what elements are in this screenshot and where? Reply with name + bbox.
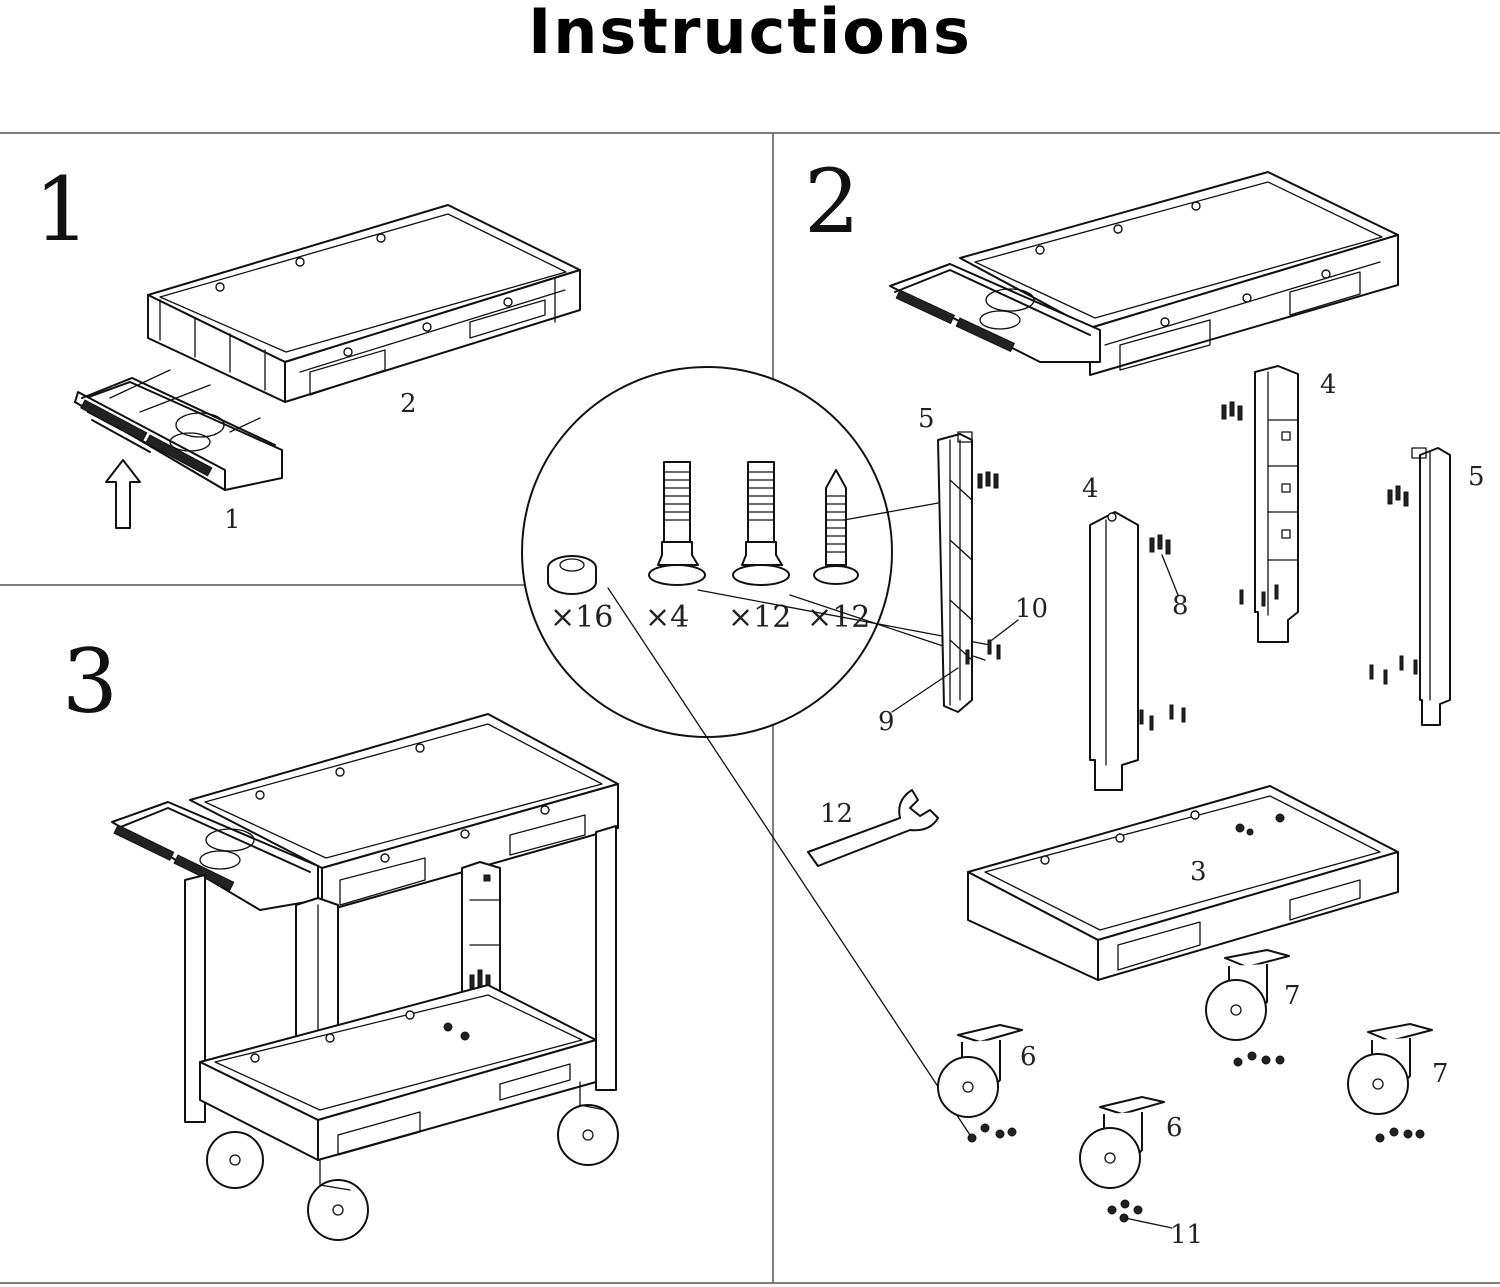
bottom-tray xyxy=(967,785,1399,981)
page-title: Instructions xyxy=(528,0,972,68)
step-2-part-4-front-label: 4 xyxy=(1082,474,1099,504)
leg-front xyxy=(1089,511,1186,791)
hardware-bolt-long-qty: ×4 xyxy=(645,600,689,635)
step-2-part-12-label: 12 xyxy=(820,799,853,829)
step-2-part-3-label: 3 xyxy=(1190,857,1207,887)
step-2-part-11-label: 11 xyxy=(1170,1220,1203,1250)
step-2-top-tray xyxy=(889,171,1399,376)
screw-pointed-icon xyxy=(813,469,859,585)
leader-bolt-long xyxy=(697,589,991,646)
caster-front-left xyxy=(937,1024,1023,1143)
small-tray-illustration xyxy=(74,369,283,491)
caster-front-right xyxy=(1079,1096,1165,1223)
hardware-callout: ×16 ×4 ×12 ×12 xyxy=(521,366,991,1139)
step-2-part-6-a-label: 6 xyxy=(1020,1042,1037,1072)
large-tray-illustration xyxy=(147,204,581,403)
step-1-number: 1 xyxy=(34,158,90,261)
side-support-right xyxy=(1369,447,1451,726)
step-2-part-5-right-label: 5 xyxy=(1468,462,1485,492)
step-2-part-9-label: 9 xyxy=(878,707,895,737)
side-support-left xyxy=(937,431,1001,713)
wrench-icon xyxy=(807,789,939,867)
leader-part-11 xyxy=(1124,1217,1173,1229)
leader-part-9 xyxy=(891,667,959,713)
step-1-panel: 2 1 xyxy=(74,204,581,535)
step-2-part-4-rear-label: 4 xyxy=(1320,370,1337,400)
step-2-number: 2 xyxy=(804,150,860,253)
step-1-part-1-label: 1 xyxy=(224,505,241,535)
step-2-part-10-label: 10 xyxy=(1015,594,1048,624)
step-2-panel: 5 10 9 4 8 xyxy=(807,171,1485,1250)
step-3-number: 3 xyxy=(62,630,118,733)
bolt-long-icon xyxy=(648,461,706,586)
step-2-part-7-b-label: 7 xyxy=(1432,1059,1449,1089)
arrow-up-icon xyxy=(105,459,141,529)
leader-part-8 xyxy=(1161,554,1179,596)
step-2-part-5-left-label: 5 xyxy=(918,404,935,434)
step-2-part-8-label: 8 xyxy=(1172,591,1189,621)
nut-icon xyxy=(547,555,597,595)
caster-rear-right xyxy=(1347,1023,1433,1143)
step-2-part-7-a-label: 7 xyxy=(1284,981,1301,1011)
leader-part-10 xyxy=(991,619,1019,641)
bolt-medium-icon xyxy=(732,461,790,586)
step-3-assembled-cart xyxy=(111,713,619,1241)
leg-rear xyxy=(1221,365,1299,643)
caster-rear-left xyxy=(1205,949,1290,1067)
hardware-screw-qty: ×12 xyxy=(807,600,870,635)
leader-nut xyxy=(607,587,973,1139)
step-1-part-2-label: 2 xyxy=(400,389,417,419)
hardware-nut-qty: ×16 xyxy=(550,600,613,635)
step-2-part-6-b-label: 6 xyxy=(1166,1113,1183,1143)
